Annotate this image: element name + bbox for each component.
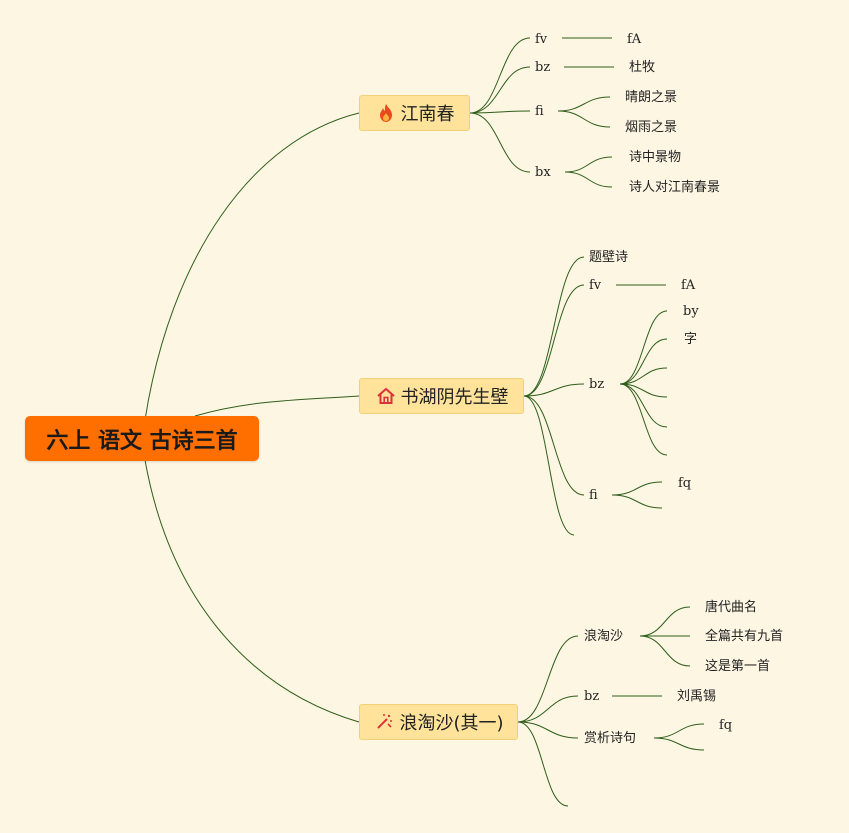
connector-line xyxy=(517,695,579,723)
connector-line xyxy=(557,96,611,112)
root-to-branch-1 xyxy=(144,112,360,421)
leaf-node[interactable]: 字 xyxy=(684,332,698,347)
leaf-node[interactable]: 晴朗之景 xyxy=(625,90,678,105)
magic-wand-icon xyxy=(373,711,395,733)
leaf-node[interactable]: fA xyxy=(627,32,642,47)
connector-lines xyxy=(144,37,705,807)
sub-node[interactable]: fv xyxy=(589,278,602,293)
leaf-node[interactable]: 烟雨之景 xyxy=(625,120,678,135)
leaf-node[interactable]: 这是第一首 xyxy=(705,659,771,674)
leaf-node[interactable]: 刘禹锡 xyxy=(677,689,717,704)
connector-line xyxy=(619,383,668,428)
connector-line xyxy=(523,395,585,496)
sub-node[interactable]: bx xyxy=(535,165,551,180)
connector-line xyxy=(517,721,569,807)
leaf-node[interactable]: fq xyxy=(719,718,733,733)
leaf-node[interactable]: by xyxy=(683,304,699,319)
connector-line xyxy=(639,606,691,637)
sub-node[interactable]: fi xyxy=(589,488,598,503)
connector-line xyxy=(517,721,579,739)
root-label: 六上 语文 古诗三首 xyxy=(46,428,238,454)
connector-line xyxy=(564,156,613,173)
leaf-node[interactable]: 全篇共有九首 xyxy=(705,629,784,644)
root-to-branch-2 xyxy=(194,395,360,417)
sub-node[interactable]: fi xyxy=(535,104,544,119)
connector-line xyxy=(469,66,531,114)
connector-line xyxy=(619,338,668,385)
leaf-node[interactable]: 诗人对江南春景 xyxy=(629,180,721,195)
connector-line xyxy=(611,481,663,496)
connector-line xyxy=(653,737,705,751)
connector-line xyxy=(469,37,531,114)
connector-line xyxy=(611,494,663,509)
leaf-node[interactable]: fq xyxy=(678,476,692,491)
leaf-node[interactable]: 唐代曲名 xyxy=(705,600,758,615)
sub-node[interactable]: bz xyxy=(535,60,551,75)
branch-shuhuyin[interactable]: 书湖阴先生壁 xyxy=(359,378,524,414)
connector-line xyxy=(523,383,585,397)
connector-line xyxy=(523,395,575,536)
connector-line xyxy=(517,635,579,723)
sub-node[interactable]: bz xyxy=(589,377,605,392)
connector-line xyxy=(523,256,585,397)
connector-line xyxy=(564,171,613,188)
connector-line xyxy=(557,110,611,128)
leaf-node[interactable]: 诗中景物 xyxy=(629,150,682,165)
connector-line xyxy=(619,367,668,385)
house-icon xyxy=(375,385,397,407)
sub-node[interactable]: 浪淘沙 xyxy=(584,629,624,644)
sub-node[interactable]: 赏析诗句 xyxy=(584,731,637,746)
connector-line xyxy=(469,110,531,114)
connector-line xyxy=(619,310,668,385)
sub-node[interactable]: fv xyxy=(535,32,548,47)
root-node[interactable]: 六上 语文 古诗三首 xyxy=(25,416,259,461)
branch-label: 书湖阴先生壁 xyxy=(400,387,509,408)
leaf-node[interactable]: fA xyxy=(681,278,696,293)
fire-icon xyxy=(375,102,397,124)
branch-jiangnanchun[interactable]: 江南春 xyxy=(359,95,470,131)
connector-line xyxy=(639,635,691,667)
connector-line xyxy=(523,284,585,397)
sub-node[interactable]: 题壁诗 xyxy=(589,250,629,265)
leaf-node[interactable]: 杜牧 xyxy=(629,60,656,75)
connector-line xyxy=(653,723,705,739)
sub-node[interactable]: bz xyxy=(584,689,600,704)
branch-label: 江南春 xyxy=(400,104,455,125)
root-to-branch-3 xyxy=(144,459,360,723)
branch-langtaosha[interactable]: 浪淘沙(其一) xyxy=(359,704,518,740)
branch-label: 浪淘沙(其一) xyxy=(399,713,504,734)
connector-line xyxy=(469,112,531,173)
connector-line xyxy=(619,383,668,456)
